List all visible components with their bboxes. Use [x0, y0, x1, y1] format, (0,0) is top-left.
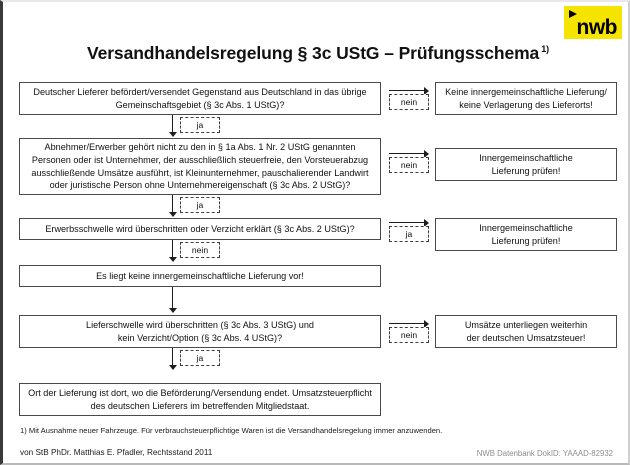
- statement-box-r1: Es liegt keine innergemeinschaftliche Li…: [19, 265, 381, 287]
- box-line: Personen oder ist Unternehmer, der aussc…: [31, 154, 369, 165]
- page-title: Versandhandelsregelung § 3c UStG – Prüfu…: [3, 43, 628, 64]
- statement-box-r2: Ort der Lieferung ist dort, wo die Beför…: [19, 383, 381, 416]
- outcome-box-o2: Innergemeinschaftliche Lieferung prüfen!: [435, 148, 617, 181]
- arrow-right-q2: [389, 149, 429, 158]
- arrow-down-q3: [168, 240, 177, 262]
- nwb-logo: nwb: [564, 6, 622, 39]
- arrow-right-q1: [389, 86, 429, 95]
- box-line: Lieferung prüfen!: [491, 165, 561, 176]
- decision-box-q2: Abnehmer/Erwerber gehört nicht zu den in…: [19, 138, 381, 195]
- arrow-down-r1: [168, 287, 177, 313]
- author-line: von StB PhDr. Matthias E. Pfadler, Recht…: [20, 448, 213, 457]
- box-line: Abnehmer/Erwerber gehört nicht zu den in…: [44, 141, 356, 152]
- decision-box-q4: Lieferschwelle wird überschritten (§ 3c …: [19, 315, 381, 348]
- box-line: Erwerbsschwelle wird überschritten oder …: [45, 223, 355, 234]
- arrow-right-q3: [389, 218, 429, 227]
- box-line: Umsätze unterliegen weiterhin: [464, 319, 588, 330]
- box-line: Deutscher Lieferer befördert/versendet G…: [33, 86, 367, 97]
- footnote-text: 1) Mit Ausnahme neuer Fahrzeuge. Für ver…: [20, 426, 443, 435]
- box-line: Es liegt keine innergemeinschaftliche Li…: [96, 270, 304, 281]
- box-line: oder juristische Person ohne Unternehmer…: [49, 180, 351, 191]
- triangle-right-icon: [569, 10, 577, 18]
- nwb-logo-text: nwb: [576, 16, 618, 39]
- box-line: Keine innergemeinschaftliche Lieferung/: [445, 86, 607, 97]
- box-line: Lieferschwelle wird überschritten (§ 3c …: [86, 319, 314, 330]
- box-line: Innergemeinschaftliche: [479, 152, 573, 163]
- dokid-label: NWB Datenbank DokID: YAAAD-82932: [476, 449, 613, 458]
- arrow-down-q4: [168, 348, 177, 370]
- branch-label-q2-ja: ja: [180, 197, 220, 213]
- box-line: Gemeinschaftsgebiet (§ 3c Abs. 1 UStG)?: [115, 99, 285, 110]
- branch-label-q3-ja: ja: [389, 226, 429, 242]
- box-line: Lieferung prüfen!: [491, 235, 561, 246]
- outcome-box-o4: Umsätze unterliegen weiterhin der deutsc…: [435, 315, 617, 348]
- outcome-box-o1: Keine innergemeinschaftliche Lieferung/ …: [435, 82, 617, 115]
- branch-label-q1-ja: ja: [180, 117, 220, 133]
- box-line: kein Verzicht/Option (§ 3c Abs. 4 UStG)?: [117, 332, 283, 343]
- branch-label-q1-nein: nein: [389, 94, 429, 110]
- box-line: keine Verlagerung des Lieferorts!: [459, 99, 593, 110]
- decision-box-q3: Erwerbsschwelle wird überschritten oder …: [19, 218, 381, 240]
- box-line: Ort der Lieferung ist dort, wo die Beför…: [28, 387, 372, 398]
- arrow-down-q2: [168, 195, 177, 217]
- arrow-down-q1: [168, 115, 177, 137]
- box-line: der deutschen Umsatzsteuer!: [466, 332, 586, 343]
- arrow-right-q4: [389, 319, 429, 328]
- branch-label-q2-nein: nein: [389, 157, 429, 173]
- decision-box-q1: Deutscher Lieferer befördert/versendet G…: [19, 82, 381, 115]
- page-title-text: Versandhandelsregelung § 3c UStG – Prüfu…: [86, 43, 540, 63]
- outcome-box-o3: Innergemeinschaftliche Lieferung prüfen!: [435, 218, 617, 251]
- box-line: ausschließende Umsätze ausführt, ist Kle…: [31, 167, 369, 178]
- branch-label-q4-nein: nein: [389, 327, 429, 343]
- title-footnote-marker: 1): [541, 44, 549, 55]
- box-line: Innergemeinschaftliche: [479, 222, 573, 233]
- branch-label-q4-ja: ja: [180, 350, 220, 366]
- box-line: des deutschen Lieferers im betreffenden …: [90, 400, 310, 411]
- branch-label-q3-nein: nein: [180, 242, 220, 258]
